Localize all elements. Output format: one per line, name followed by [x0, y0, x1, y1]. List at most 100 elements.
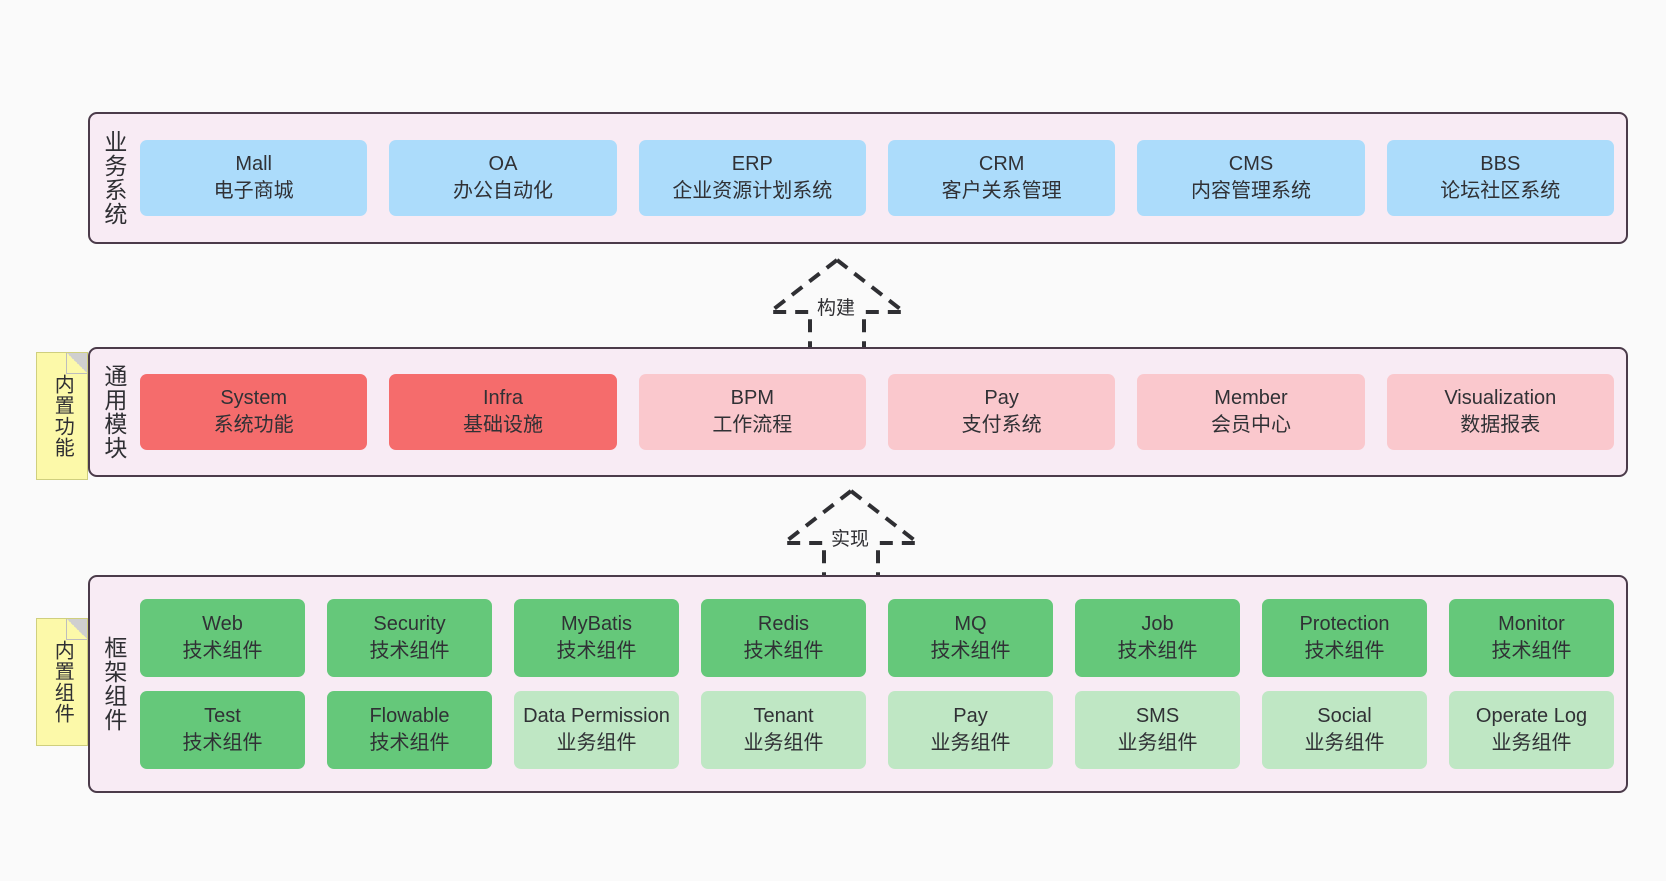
connector-line-left — [764, 258, 839, 348]
card-title-en: Monitor — [1498, 613, 1565, 636]
layer-title-common-module: 通用模块 — [100, 364, 127, 460]
card-pay-component[interactable]: Pay 业务组件 — [888, 691, 1053, 769]
card-redis[interactable]: Redis 技术组件 — [701, 599, 866, 677]
card-title-en: Social — [1317, 705, 1372, 728]
card-title-en: Visualization — [1444, 387, 1557, 410]
connector-line-right — [835, 258, 910, 348]
card-bpm[interactable]: BPM 工作流程 — [638, 374, 866, 450]
layer-body-common-module: System 系统功能 Infra 基础设施 BPM 工作流程 Pay 支付系统… — [136, 349, 1626, 475]
card-tenant[interactable]: Tenant 业务组件 — [701, 691, 866, 769]
card-title-cn: 技术组件 — [556, 640, 637, 662]
card-title-cn: 技术组件 — [369, 732, 450, 754]
card-title-en: Test — [204, 705, 241, 728]
card-mall[interactable]: Mall 电子商城 — [140, 140, 368, 216]
note-fold-icon — [66, 619, 87, 640]
card-title-en: ERP — [731, 153, 773, 176]
card-title-cn: 内容管理系统 — [1190, 180, 1311, 202]
card-system[interactable]: System 系统功能 — [140, 374, 368, 450]
card-title-cn: 系统功能 — [213, 414, 294, 436]
card-mq[interactable]: MQ 技术组件 — [888, 599, 1053, 677]
card-row: Mall 电子商城 OA 办公自动化 ERP 企业资源计划系统 CRM 客户关系… — [140, 140, 1614, 216]
card-title-en: Tenant — [753, 705, 814, 728]
card-sms[interactable]: SMS 业务组件 — [1075, 691, 1240, 769]
card-flowable[interactable]: Flowable 技术组件 — [327, 691, 492, 769]
card-row: System 系统功能 Infra 基础设施 BPM 工作流程 Pay 支付系统… — [140, 374, 1614, 450]
card-title-cn: 技术组件 — [369, 640, 450, 662]
card-monitor[interactable]: Monitor 技术组件 — [1449, 599, 1614, 677]
card-title-cn: 技术组件 — [182, 640, 263, 662]
layer-title-framework-component: 框架组件 — [100, 636, 127, 732]
card-infra[interactable]: Infra 基础设施 — [389, 374, 617, 450]
card-title-cn: 技术组件 — [1304, 640, 1385, 662]
card-title-en: Job — [1141, 613, 1174, 636]
card-title-en: OA — [488, 153, 518, 176]
connector-build: 构建 — [752, 256, 922, 348]
card-title-cn: 数据报表 — [1460, 414, 1541, 436]
card-member[interactable]: Member 会员中心 — [1137, 374, 1365, 450]
card-title-en: Infra — [482, 387, 523, 410]
card-title-cn: 支付系统 — [961, 414, 1042, 436]
layer-title-business-system: 业务系统 — [100, 130, 127, 226]
card-row: Web 技术组件 Security 技术组件 MyBatis 技术组件 Redi… — [140, 599, 1614, 677]
card-title-en: CMS — [1228, 153, 1274, 176]
card-web[interactable]: Web 技术组件 — [140, 599, 305, 677]
card-data-permission[interactable]: Data Permission 业务组件 — [514, 691, 679, 769]
card-visualization[interactable]: Visualization 数据报表 — [1386, 374, 1614, 450]
card-title-cn: 技术组件 — [182, 732, 263, 754]
card-erp[interactable]: ERP 企业资源计划系统 — [638, 140, 866, 216]
card-title-cn: 电子商城 — [213, 180, 294, 202]
note-fold-icon — [66, 353, 87, 374]
card-title-en: System — [220, 387, 287, 410]
connector-line-right — [849, 489, 924, 579]
layer-body-framework-component: Web 技术组件 Security 技术组件 MyBatis 技术组件 Redi… — [136, 577, 1626, 791]
layer-body-business-system: Mall 电子商城 OA 办公自动化 ERP 企业资源计划系统 CRM 客户关系… — [136, 114, 1626, 242]
card-bbs[interactable]: BBS 论坛社区系统 — [1386, 140, 1614, 216]
card-title-en: Pay — [953, 705, 988, 728]
card-title-cn: 业务组件 — [1117, 732, 1198, 754]
card-title-en: MyBatis — [560, 613, 633, 636]
card-title-en: CRM — [978, 153, 1025, 176]
card-title-en: BBS — [1480, 153, 1521, 176]
card-title-cn: 业务组件 — [1304, 732, 1385, 754]
card-title-en: Web — [202, 613, 243, 636]
card-title-cn: 技术组件 — [1117, 640, 1198, 662]
card-title-en: MQ — [954, 613, 987, 636]
card-title-en: Redis — [757, 613, 810, 636]
layer-framework-component: 框架组件 Web 技术组件 Security 技术组件 MyBatis 技术组件… — [88, 575, 1628, 793]
card-pay-module[interactable]: Pay 支付系统 — [887, 374, 1116, 450]
card-mybatis[interactable]: MyBatis 技术组件 — [514, 599, 679, 677]
card-cms[interactable]: CMS 内容管理系统 — [1137, 140, 1365, 216]
card-title-en: Flowable — [369, 705, 450, 728]
card-protection[interactable]: Protection 技术组件 — [1262, 599, 1427, 677]
card-title-en: Data Permission — [523, 705, 670, 728]
card-title-cn: 基础设施 — [462, 414, 543, 436]
card-oa[interactable]: OA 办公自动化 — [389, 140, 617, 216]
note-builtin-function: 内置功能 — [36, 352, 88, 480]
card-title-cn: 业务组件 — [930, 732, 1011, 754]
card-title-en: Mall — [235, 153, 272, 176]
note-text: 内置功能 — [51, 374, 74, 458]
layer-common-module: 通用模块 System 系统功能 Infra 基础设施 BPM 工作流程 Pay… — [88, 347, 1628, 477]
card-operate-log[interactable]: Operate Log 业务组件 — [1449, 691, 1614, 769]
card-title-en: SMS — [1135, 705, 1180, 728]
card-title-en: Pay — [984, 387, 1019, 410]
card-title-en: Security — [373, 613, 446, 636]
connector-label-implement: 实现 — [828, 524, 873, 551]
connector-line-left — [778, 489, 853, 579]
card-title-cn: 技术组件 — [930, 640, 1011, 662]
card-title-cn: 办公自动化 — [452, 180, 553, 202]
card-title-cn: 业务组件 — [743, 732, 824, 754]
card-title-cn: 业务组件 — [556, 732, 637, 754]
card-social[interactable]: Social 业务组件 — [1262, 691, 1427, 769]
note-builtin-component: 内置组件 — [36, 618, 88, 746]
card-crm[interactable]: CRM 客户关系管理 — [887, 140, 1116, 216]
card-security[interactable]: Security 技术组件 — [327, 599, 492, 677]
card-title-cn: 技术组件 — [743, 640, 824, 662]
layer-business-system: 业务系统 Mall 电子商城 OA 办公自动化 ERP 企业资源计划系统 CRM… — [88, 112, 1628, 244]
card-title-cn: 客户关系管理 — [941, 180, 1062, 202]
card-test[interactable]: Test 技术组件 — [140, 691, 305, 769]
card-job[interactable]: Job 技术组件 — [1075, 599, 1240, 677]
card-title-cn: 技术组件 — [1491, 640, 1572, 662]
card-row: Test 技术组件 Flowable 技术组件 Data Permission … — [140, 691, 1614, 769]
